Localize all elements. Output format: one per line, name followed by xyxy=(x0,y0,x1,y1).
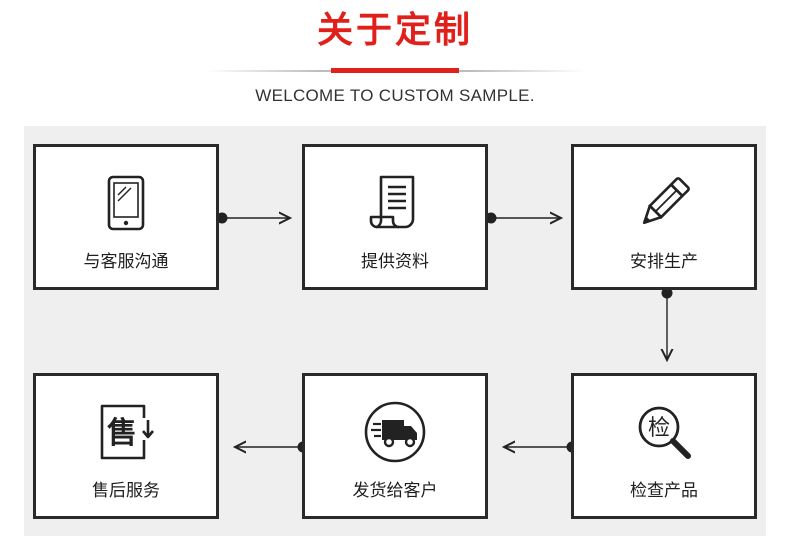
step-label: 与客服沟通 xyxy=(83,252,169,272)
connector-2-3 xyxy=(485,213,562,224)
step-ship-to-customer: 发货给客户 xyxy=(302,373,488,519)
step-label: 检查产品 xyxy=(630,481,698,501)
after-sales-icon: 售 xyxy=(100,404,154,460)
page-title: 关于定制 xyxy=(316,10,473,51)
step-label: 发货给客户 xyxy=(352,481,438,501)
connector-5-6 xyxy=(235,442,309,453)
title-divider-accent xyxy=(331,68,459,73)
magnifier-icon: 检 xyxy=(638,406,691,459)
step-inspect-product: 检 检查产品 xyxy=(571,373,757,519)
after-sales-icon-glyph: 售 xyxy=(107,416,137,451)
step-label: 提供资料 xyxy=(361,252,429,272)
delivery-truck-icon xyxy=(364,401,426,463)
magnifier-icon-glyph: 检 xyxy=(648,416,670,441)
connector-3-4 xyxy=(662,287,673,361)
step-label: 安排生产 xyxy=(630,252,698,272)
step-provide-materials: 提供资料 xyxy=(302,144,488,290)
step-label: 售后服务 xyxy=(92,481,160,501)
document-icon xyxy=(369,175,415,229)
connector-4-5 xyxy=(504,442,578,453)
step-contact-service: 与客服沟通 xyxy=(33,144,219,290)
step-after-sales-service: 售 售后服务 xyxy=(33,373,219,519)
step-arrange-production: 安排生产 xyxy=(571,144,757,290)
pencil-icon xyxy=(642,177,690,225)
tablet-icon xyxy=(107,175,145,231)
connector-1-2 xyxy=(216,213,291,224)
page-subtitle: WELCOME TO CUSTOM SAMPLE. xyxy=(255,86,535,105)
